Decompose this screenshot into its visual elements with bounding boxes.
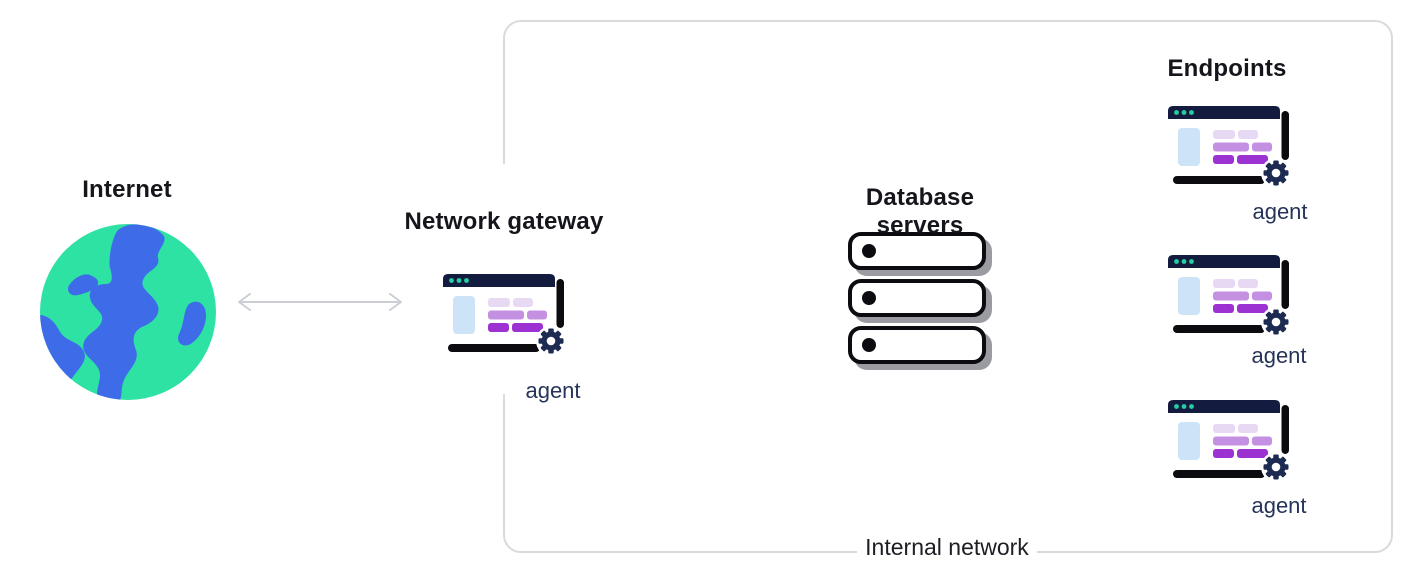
database-server [848,279,986,317]
bidirectional-arrow-icon [238,293,402,311]
agent-window-icon [1168,255,1291,337]
database-server [848,232,986,270]
server-indicator-dot [862,291,876,305]
globe-icon [40,224,216,400]
endpoints-label: Endpoints [1167,55,1287,82]
endpoint-agent-label: agent [1251,493,1307,518]
server-rack-icon [848,232,986,364]
database-servers-label: Database servers [865,184,975,239]
endpoint-agent-label: agent [1251,343,1307,368]
agent-window-icon [1168,106,1291,188]
server-indicator-dot [862,244,876,258]
server-indicator-dot [862,338,876,352]
network-gateway-label: Network gateway [404,208,604,235]
internet-label: Internet [82,176,172,203]
agent-window-icon [443,274,566,356]
endpoint-agent-label: agent [1252,199,1308,224]
agent-window-icon [1168,400,1291,482]
internal-network-label: Internal network [857,532,1037,565]
database-server [848,326,986,364]
gateway-agent-label: agent [525,378,581,403]
